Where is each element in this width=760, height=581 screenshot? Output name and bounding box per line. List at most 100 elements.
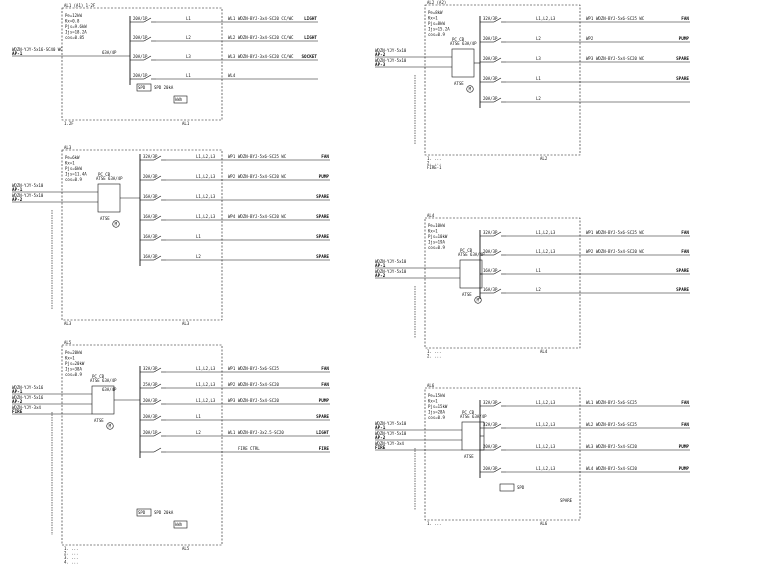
circuit-breaker-blade (153, 367, 162, 373)
panel-note: 1. ... (427, 349, 441, 354)
ats-sub: PC CB (460, 248, 473, 253)
meter-label: kWh (175, 522, 183, 527)
panel-tag: AL1 (182, 121, 190, 126)
panel-note: 4. ... (64, 560, 78, 565)
cable-spec: WDZN-BYJ-5x4-SC20 (238, 398, 280, 403)
incoming-cable: WDZN-YJY-5x10 (12, 193, 44, 198)
panel-enclosure (424, 387, 581, 521)
ats-rating: ATSE 63A/4P (96, 176, 123, 181)
ats-sub: PC CB (452, 37, 465, 42)
spd-rating: SPD 20kA (154, 510, 174, 515)
motor-symbol-icon (106, 422, 114, 430)
incoming-source: AP-2 (375, 52, 386, 58)
circuit-breaker-blade (153, 399, 162, 405)
panel-p5: AL5Pe=20kWKx=1Pjs=20kWIjs=38Acos=0.932A/… (12, 340, 330, 565)
panel-p1: AL1 (A1) 1-2FPe=12kWKx=0.8Pjs=9.6kWIjs=1… (12, 3, 318, 126)
circuit-code: WP2 (586, 36, 594, 41)
load-name: LIGHT (304, 16, 317, 22)
cable-spec: WDZN-BYJ-5x4-SC20 WC (596, 56, 645, 61)
load-name: SPARE (316, 234, 329, 240)
breaker-rating: 20A/3P (483, 96, 498, 101)
breaker-rating: 32A/3P (483, 230, 498, 235)
incoming-source: AP-1 (375, 263, 386, 269)
breaker-rating: 20A/1P (133, 73, 148, 78)
load-name: SPARE (316, 214, 329, 220)
panel-param: Kx=1 (65, 356, 75, 361)
phase-label: L1,L2,L3 (196, 382, 216, 387)
circuit-code: WP2 (586, 249, 594, 254)
ats-rating: ATSE 63A/4P (90, 378, 117, 383)
cable-spec: WDZN-BYJ-3x4-SC20 CC/WC (238, 16, 294, 21)
incoming-source: AP-1 (375, 425, 386, 431)
phase-label: L1,L2,L3 (536, 249, 556, 254)
circuit-breaker-blade (153, 195, 162, 201)
panel-param: Pe=12kW (65, 13, 82, 18)
spd-label: SPD (138, 85, 146, 90)
load-name: SOCKET (301, 54, 317, 60)
panel-note: 1. ... (427, 521, 441, 526)
panel-param: Kx=1 (65, 161, 75, 166)
phase-label: L3 (536, 56, 541, 61)
load-name: PUMP (319, 398, 330, 404)
incoming-cable: WDZN-YJY-5x16 (12, 395, 44, 400)
load-name: FAN (681, 422, 689, 428)
phase-label: L1,L2,L3 (196, 194, 216, 199)
incoming-source: AP-2 (12, 197, 23, 203)
panel-param: cos=0.9 (65, 372, 82, 377)
panel-enclosure (61, 7, 223, 121)
incoming-source: AP-2 (12, 399, 23, 405)
load-name: PUMP (679, 466, 690, 472)
panel-box-label: AL3 (64, 145, 72, 150)
incoming-cable: WDZN-YJY-3x4 (375, 441, 404, 446)
cable-spec: WDZN-BYJ-5x4-SC20 WC (238, 214, 287, 219)
circuit-code: WL2 (586, 422, 594, 427)
spd-box (136, 508, 152, 517)
load-name: FAN (681, 249, 689, 255)
cable-spec: WDZN-BYJ-5x6-SC25 (596, 422, 638, 427)
circuit-breaker-blade (493, 423, 502, 429)
breaker-rating: 32A/3P (483, 400, 498, 405)
cable-spec: WDZN-BYJ-3x2.5-SC20 (238, 430, 284, 435)
cable-spec: FIRE CTRL (238, 446, 260, 451)
motor-symbol-icon (112, 220, 120, 228)
cable-spec: WDZN-BYJ-5x4-SC20 (238, 382, 280, 387)
phase-label: L2 (536, 287, 541, 292)
panel-param: Pjs=15kW (428, 404, 448, 409)
ats-label: ATSE (454, 81, 464, 86)
circuit-breaker-blade (153, 155, 162, 161)
circuit-code: WL2 (228, 35, 236, 40)
breaker-rating: 16A/3P (143, 254, 158, 259)
panel-param: Pe=6kW (65, 155, 80, 160)
circuit-code: WP1 (586, 230, 594, 235)
phase-label: L1 (536, 268, 541, 273)
panel-note: 1. ... (64, 546, 78, 551)
phase-label: L2 (196, 430, 201, 435)
breaker-rating: 32A/3P (483, 422, 498, 427)
circuit-breaker-blade (153, 447, 162, 453)
panel-param: cos=0.9 (428, 32, 445, 37)
breaker-rating: 16A/3P (143, 214, 158, 219)
phase-label: L1,L2,L3 (536, 422, 556, 427)
panel-param: Kx=1 (428, 16, 438, 21)
load-name: SPARE (676, 56, 689, 62)
panel-box-label: AL6 (427, 383, 435, 388)
circuit-code: WP1 (228, 154, 236, 159)
load-name: FAN (321, 154, 329, 160)
panel-box-label: AL5 (64, 340, 72, 345)
panel-param: cos=0.9 (65, 177, 82, 182)
circuit-breaker-blade (143, 17, 152, 23)
main-breaker-rating: 63A/4P (102, 387, 117, 392)
circuit-breaker-blade (153, 175, 162, 181)
